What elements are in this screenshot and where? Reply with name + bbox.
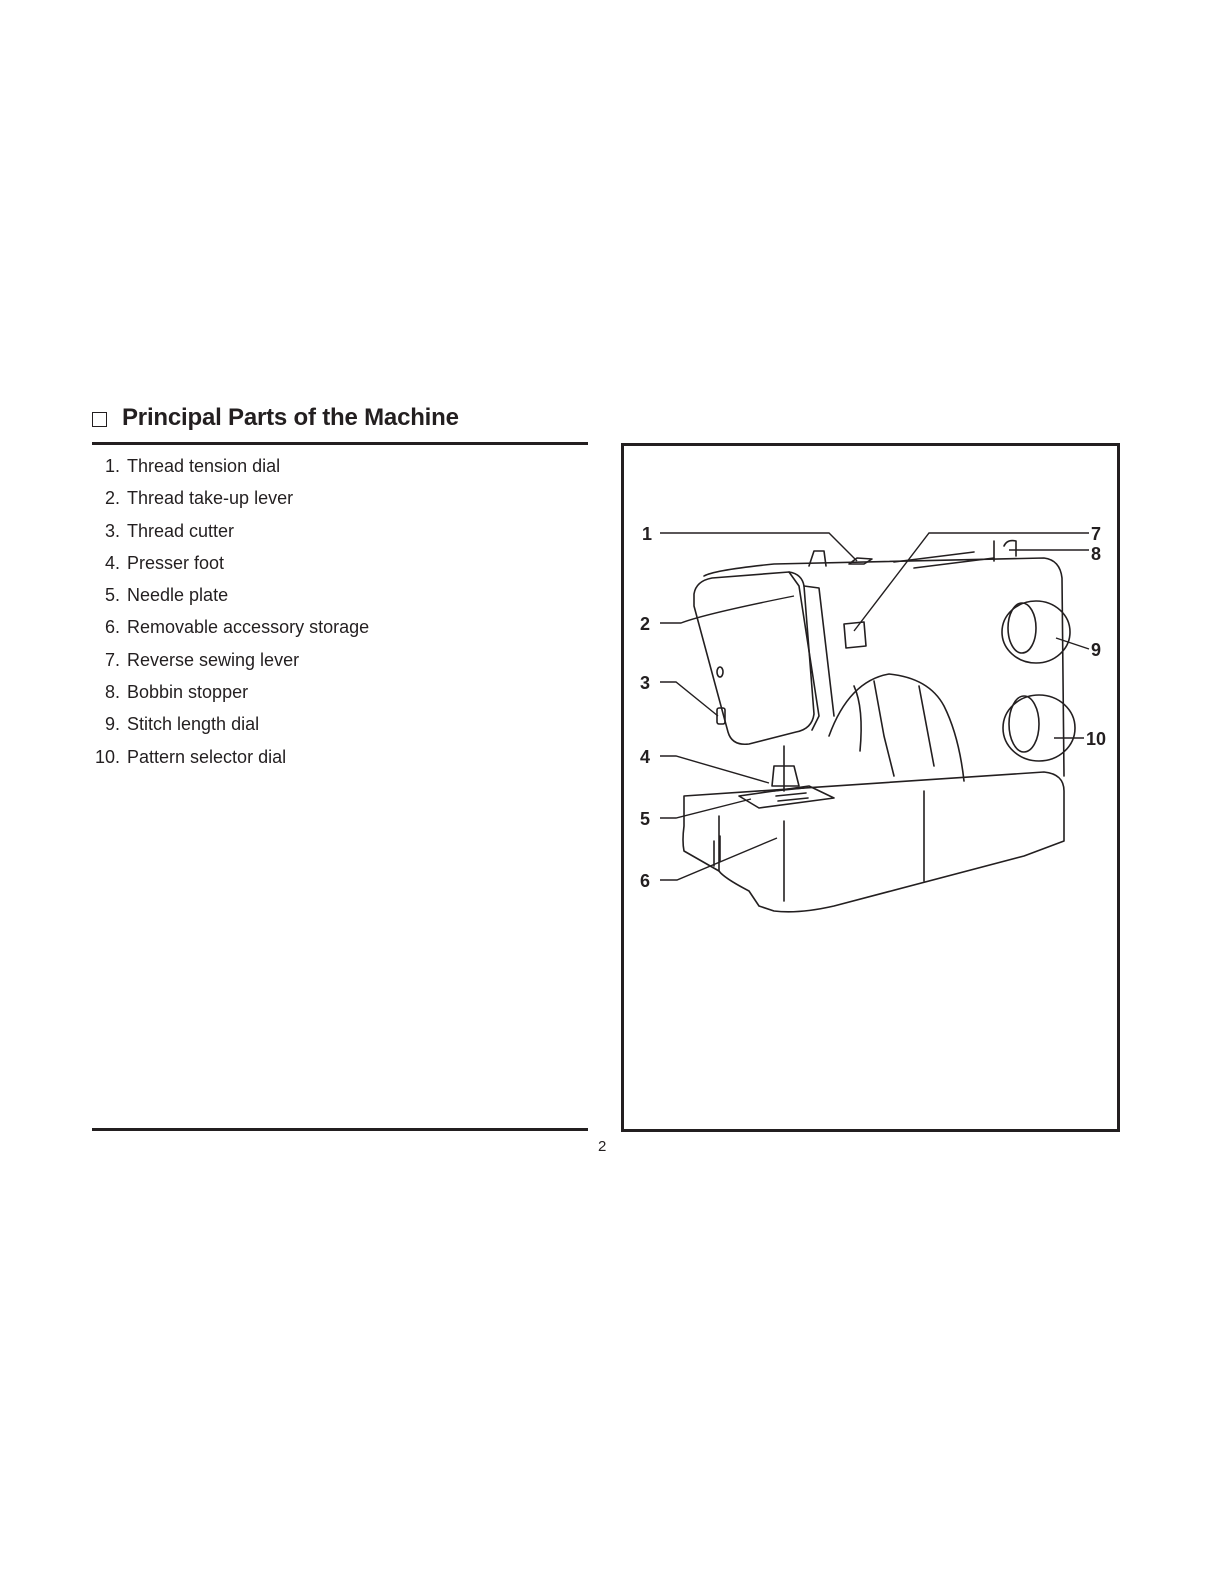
callout-3: 3 <box>640 673 650 693</box>
callout-5: 5 <box>640 809 650 829</box>
section-heading: Principal Parts of the Machine <box>92 404 459 432</box>
list-item: 5.Needle plate <box>92 585 369 617</box>
list-item: 1.Thread tension dial <box>92 456 369 488</box>
list-item: 4.Presser foot <box>92 553 369 585</box>
callout-8: 8 <box>1091 544 1101 564</box>
top-rule <box>92 442 588 445</box>
list-item: 8.Bobbin stopper <box>92 682 369 714</box>
list-item: 3.Thread cutter <box>92 521 369 553</box>
checkbox-square-icon <box>92 412 107 427</box>
machine-figure: 1 2 3 4 5 6 7 8 9 10 <box>621 443 1120 1132</box>
bottom-rule <box>92 1128 588 1131</box>
callout-10: 10 <box>1086 729 1106 749</box>
callout-2: 2 <box>640 614 650 634</box>
section-title: Principal Parts of the Machine <box>122 404 459 432</box>
callout-7: 7 <box>1091 524 1101 544</box>
page-number: 2 <box>598 1138 606 1155</box>
callout-9: 9 <box>1091 640 1101 660</box>
list-item: 10.Pattern selector dial <box>92 747 369 779</box>
list-item: 6.Removable accessory storage <box>92 617 369 649</box>
parts-list: 1.Thread tension dial 2.Thread take-up l… <box>92 456 369 779</box>
list-item: 2.Thread take-up lever <box>92 488 369 520</box>
callout-6: 6 <box>640 871 650 891</box>
list-item: 7.Reverse sewing lever <box>92 650 369 682</box>
callout-4: 4 <box>640 747 650 767</box>
list-item: 9.Stitch length dial <box>92 714 369 746</box>
sewing-machine-illustration: 1 2 3 4 5 6 7 8 9 10 <box>624 446 1117 1129</box>
callout-1: 1 <box>642 524 652 544</box>
